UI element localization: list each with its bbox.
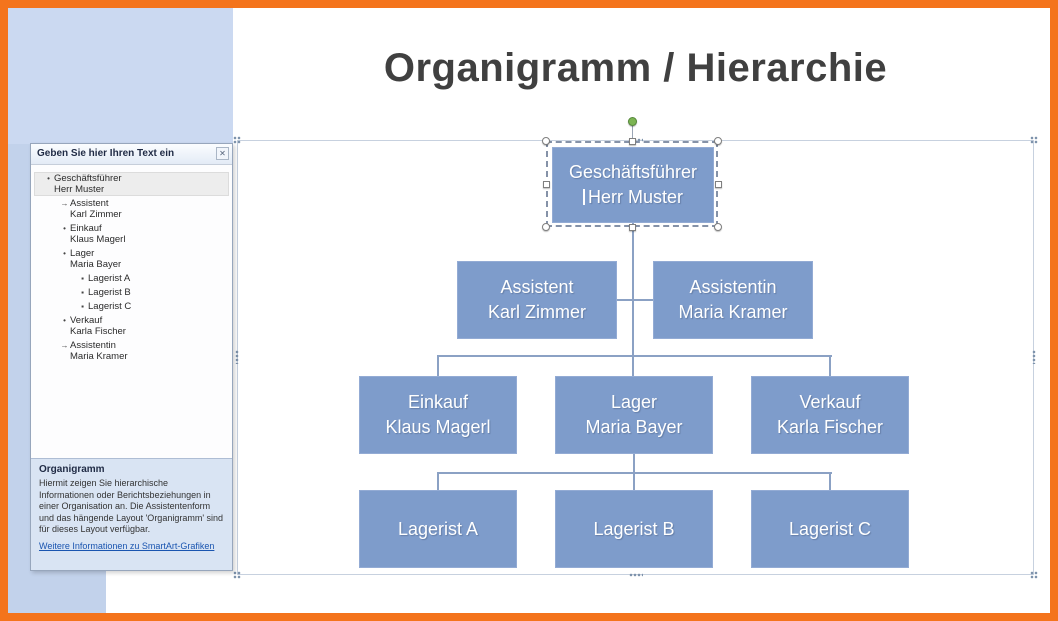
canvas-resize-handle[interactable] bbox=[1030, 136, 1038, 144]
node-line2: Karl Zimmer bbox=[488, 302, 586, 322]
item-line1: Lager bbox=[70, 248, 95, 259]
bullet-icon: ▪ bbox=[81, 302, 84, 311]
bullet-icon: • bbox=[63, 249, 66, 258]
org-node-assistent[interactable]: Assistent Karl Zimmer bbox=[457, 261, 617, 339]
canvas-resize-handle[interactable] bbox=[235, 350, 239, 364]
canvas-resize-handle[interactable] bbox=[1030, 571, 1038, 579]
connector-line bbox=[617, 299, 653, 301]
resize-handle[interactable] bbox=[629, 224, 636, 231]
item-line1: Einkauf bbox=[70, 223, 102, 234]
org-node-lagerist-a[interactable]: Lagerist A bbox=[359, 490, 517, 568]
bullet-icon: • bbox=[63, 316, 66, 325]
text-pane-item-lagerist-c[interactable]: ▪ Lagerist C bbox=[35, 301, 228, 312]
text-pane-header: Geben Sie hier Ihren Text ein ✕ bbox=[31, 144, 232, 165]
connector-line bbox=[633, 454, 635, 473]
rotate-handle-stem bbox=[632, 126, 633, 141]
connector-line bbox=[829, 473, 831, 490]
smartart-help-link[interactable]: Weitere Informationen zu SmartArt-Grafik… bbox=[39, 540, 215, 551]
org-node-lagerist-b[interactable]: Lagerist B bbox=[555, 490, 713, 568]
connector-line bbox=[829, 356, 831, 376]
bullet-icon: • bbox=[47, 174, 50, 183]
text-pane-item-lagerist-a[interactable]: ▪ Lagerist A bbox=[35, 273, 228, 284]
item-line2: Maria Bayer bbox=[70, 259, 122, 270]
text-pane-item-lagerist-b[interactable]: ▪ Lagerist B bbox=[35, 287, 228, 298]
node-line2: Klaus Magerl bbox=[385, 417, 491, 437]
node-line1: Geschäftsführer bbox=[568, 162, 698, 182]
resize-handle[interactable] bbox=[543, 181, 550, 188]
org-node-lagerist-c[interactable]: Lagerist C bbox=[751, 490, 909, 568]
item-line2: Maria Kramer bbox=[70, 351, 128, 362]
resize-handle[interactable] bbox=[542, 137, 550, 145]
item-line2: Herr Muster bbox=[54, 184, 105, 195]
connector-line bbox=[437, 356, 439, 376]
node-line1: Einkauf bbox=[407, 392, 469, 412]
org-node-lager[interactable]: Lager Maria Bayer bbox=[555, 376, 713, 454]
item-line1: Assistent bbox=[70, 198, 109, 209]
node-line2: Maria Bayer bbox=[585, 417, 683, 437]
topleft-background-block bbox=[8, 8, 233, 144]
node-line1: Lagerist C bbox=[788, 518, 872, 539]
resize-handle[interactable] bbox=[714, 223, 722, 231]
assistant-bullet-icon: → bbox=[60, 199, 69, 208]
item-line1: Lagerist C bbox=[88, 301, 132, 312]
resize-handle[interactable] bbox=[715, 181, 722, 188]
node-line2: Karla Fischer bbox=[776, 417, 884, 437]
assistant-bullet-icon: → bbox=[60, 341, 69, 350]
node-line1: Verkauf bbox=[799, 392, 861, 412]
item-line1: Lagerist B bbox=[88, 287, 131, 298]
rotate-handle[interactable] bbox=[628, 117, 637, 126]
node-line1: Lagerist B bbox=[593, 518, 675, 539]
item-line2: Klaus Magerl bbox=[70, 234, 126, 245]
org-node-assistentin[interactable]: Assistentin Maria Kramer bbox=[653, 261, 813, 339]
canvas-resize-handle[interactable] bbox=[629, 573, 643, 577]
connector-line bbox=[437, 355, 832, 357]
bullet-icon: ▪ bbox=[81, 288, 84, 297]
org-node-einkauf[interactable]: Einkauf Klaus Magerl bbox=[359, 376, 517, 454]
resize-handle[interactable] bbox=[629, 138, 636, 145]
canvas-resize-handle[interactable] bbox=[233, 571, 241, 579]
item-line1: Lagerist A bbox=[88, 273, 131, 284]
smartart-text-pane: Geben Sie hier Ihren Text ein ✕ • Geschä… bbox=[30, 143, 233, 571]
org-node-geschaeftsfuehrer[interactable]: Geschäftsführer Herr Muster bbox=[552, 147, 714, 223]
node-line2: Herr Muster bbox=[582, 185, 683, 210]
layout-info-heading: Organigramm bbox=[39, 464, 105, 475]
layout-info-body: Hiermit zeigen Sie hierarchische Informa… bbox=[39, 478, 224, 534]
slide-title: Organigramm / Hierarchie bbox=[383, 46, 888, 90]
item-line2: Karla Fischer bbox=[70, 326, 126, 337]
node-line2: Maria Kramer bbox=[678, 302, 788, 322]
resize-handle[interactable] bbox=[714, 137, 722, 145]
text-pane-title: Geben Sie hier Ihren Text ein bbox=[37, 148, 175, 159]
node-line1: Lagerist A bbox=[397, 518, 479, 539]
layout-info-panel: Organigramm Hiermit zeigen Sie hierarchi… bbox=[31, 458, 232, 570]
item-line1: Verkauf bbox=[70, 315, 103, 326]
item-line1: Assistentin bbox=[70, 340, 116, 351]
connector-line bbox=[437, 473, 439, 490]
close-icon[interactable]: ✕ bbox=[216, 147, 229, 160]
bullet-icon: ▪ bbox=[81, 274, 84, 283]
node-line1: Assistent bbox=[500, 277, 574, 297]
text-cursor bbox=[582, 189, 585, 205]
canvas-resize-handle[interactable] bbox=[629, 138, 643, 142]
node-line1: Assistentin bbox=[689, 277, 777, 297]
item-line2: Karl Zimmer bbox=[70, 209, 122, 220]
canvas-resize-handle[interactable] bbox=[233, 136, 241, 144]
resize-handle[interactable] bbox=[542, 223, 550, 231]
org-node-verkauf[interactable]: Verkauf Karla Fischer bbox=[751, 376, 909, 454]
canvas-resize-handle[interactable] bbox=[1032, 350, 1036, 364]
node-line1: Lager bbox=[610, 392, 658, 412]
connector-line bbox=[633, 473, 635, 490]
bullet-icon: • bbox=[63, 224, 66, 233]
item-line1: Geschäftsführer bbox=[54, 173, 122, 184]
